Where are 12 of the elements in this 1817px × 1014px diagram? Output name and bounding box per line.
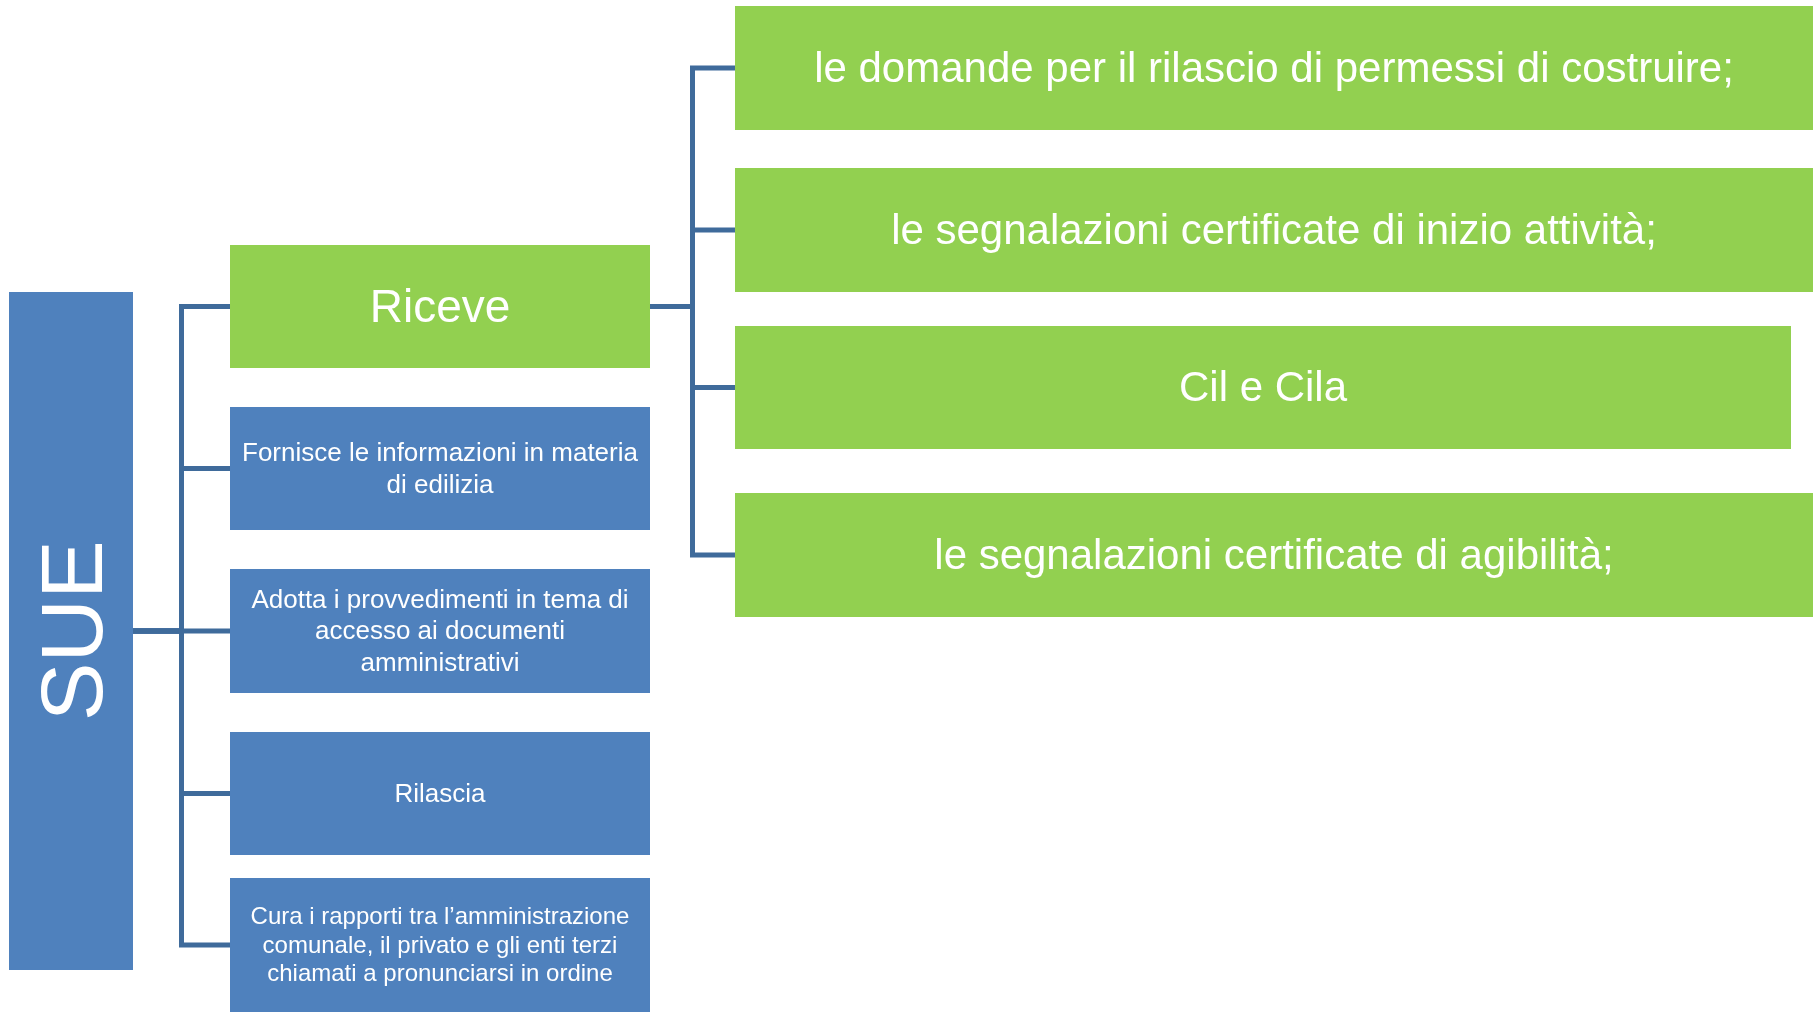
text-box: Adotta i provvedimenti in tema di accesso ai documenti amministrativi (230, 569, 650, 693)
text-box: le segnalazioni certificate di inizio attività; (735, 168, 1813, 292)
text-box: Cura i rapporti tra l’amministrazione comunale, il privato e gli enti terzi chiamati a pronunciarsi in ordine (230, 878, 650, 1012)
text-box: le domande per il rilascio di permessi di costruire; (735, 6, 1813, 130)
text-box: Cil e Cila (735, 326, 1791, 449)
text-box: Rilascia (230, 732, 650, 855)
text-box: le segnalazioni certificate di agibilità; (735, 493, 1813, 617)
text-box: SUE (9, 292, 133, 970)
connector-line (650, 304, 735, 558)
text-box: Riceve (230, 245, 650, 368)
text-box: Fornisce le informazioni in materia di edilizia (230, 407, 650, 530)
connector-line (133, 628, 230, 948)
